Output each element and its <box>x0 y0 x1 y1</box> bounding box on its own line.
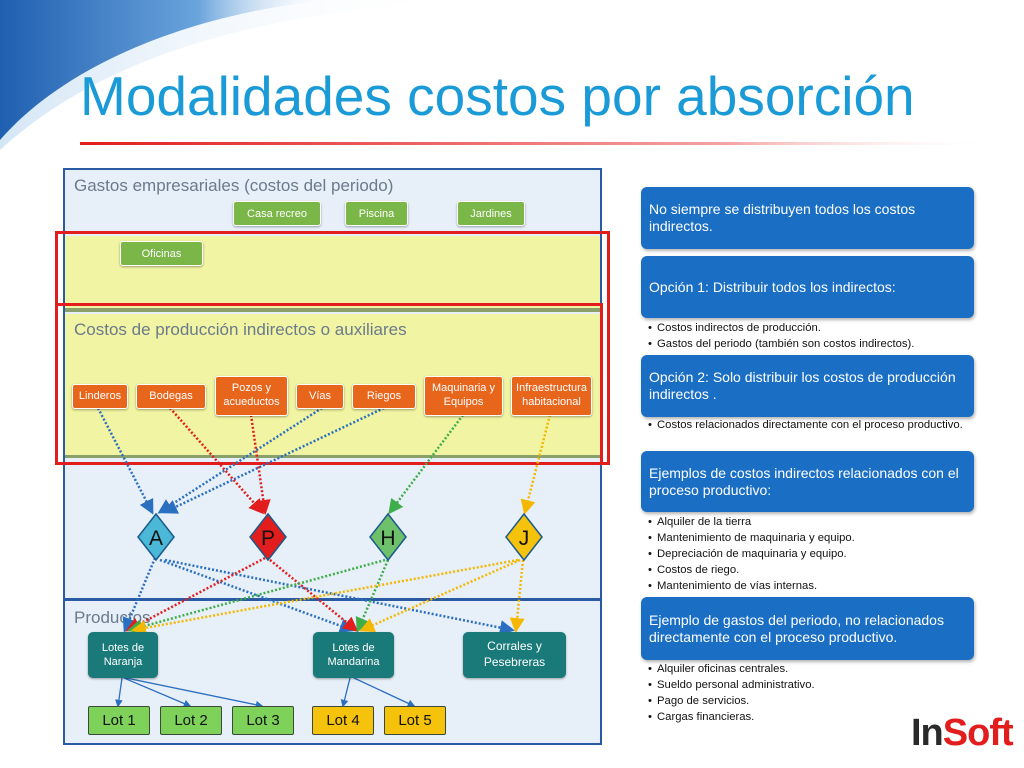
costos-section-title: Costos de producción indirectos o auxili… <box>74 320 407 339</box>
bullet-item: Costos indirectos de producción. <box>648 320 978 336</box>
gasto-casa-recreo: Casa recreo <box>233 201 321 226</box>
band-divider-bottom <box>65 455 600 458</box>
ejemplos-indirectos-bullets: Alquiler de la tierra Mantenimiento de m… <box>648 514 978 594</box>
bullet-item: Mantenimiento de vías internas. <box>648 578 978 594</box>
opcion-2-bullets: Costos relacionados directamente con el … <box>648 419 978 432</box>
product-lotes-mandarina: Lotes de Mandarina <box>313 632 394 678</box>
product-corrales-pesebreras: Corrales y Pesebreras <box>463 632 566 678</box>
lot-1: Lot 1 <box>88 706 150 735</box>
slide-title: Modalidades costos por absorción <box>80 65 915 127</box>
lot-5: Lot 5 <box>384 706 446 735</box>
costo-vias: Vías <box>296 384 344 409</box>
center-j-label: J <box>519 527 530 550</box>
costo-infraestructura-habitacional: Infraestructura habitacional <box>511 376 592 416</box>
panel-no-siempre-text: No siempre se distribuyen todos los cost… <box>649 201 916 234</box>
bullet-item: Costos relacionados directamente con el … <box>648 419 978 432</box>
highlight-frame-inner <box>55 303 603 465</box>
center-diamond-j: J <box>505 512 543 562</box>
center-diamond-p: P <box>249 512 287 562</box>
bullet-item: Sueldo personal administrativo. <box>648 677 978 693</box>
panel-opcion-1-text: Opción 1: Distribuir todos los indirecto… <box>649 278 896 295</box>
panel-opcion-2-text: Opción 2: Solo distribuir los costos de … <box>649 369 956 402</box>
bullet-item: Costos de riego. <box>648 562 978 578</box>
center-diamond-a: A <box>137 512 175 562</box>
logo-part-in: In <box>911 712 944 754</box>
panel-no-siempre: No siempre se distribuyen todos los cost… <box>641 187 974 249</box>
costo-pozos-acueductos: Pozos y acueductos <box>215 376 288 416</box>
panel-ejemplos-indirectos-text: Ejemplos de costos indirectos relacionad… <box>649 464 959 498</box>
panel-gastos-periodo-text: Ejemplo de gastos del periodo, no relaci… <box>649 611 944 645</box>
gasto-piscina: Piscina <box>345 201 408 226</box>
center-a-label: A <box>149 527 163 550</box>
logo-part-soft: Soft <box>942 712 1014 754</box>
bullet-item: Gastos del periodo (también son costos i… <box>648 336 978 352</box>
costo-riegos: Riegos <box>352 384 416 409</box>
lot-3: Lot 3 <box>232 706 294 735</box>
center-p-label: P <box>261 527 275 550</box>
bullet-item: Alquiler oficinas centrales. <box>648 661 978 677</box>
costo-maquinaria-equipos: Maquinaria y Equipos <box>424 376 503 416</box>
bullet-item: Alquiler de la tierra <box>648 514 978 530</box>
insoft-logo: InSoft <box>911 712 1014 755</box>
costo-linderos: Linderos <box>72 384 128 409</box>
panel-opcion-1: Opción 1: Distribuir todos los indirecto… <box>641 256 974 318</box>
bullet-item: Depreciación de maquinaria y equipo. <box>648 546 978 562</box>
lot-4: Lot 4 <box>312 706 374 735</box>
lot-2: Lot 2 <box>160 706 222 735</box>
center-h-label: H <box>380 527 395 550</box>
band-divider <box>65 308 600 312</box>
product-lotes-naranja: Lotes de Naranja <box>88 632 158 678</box>
panel-opcion-2: Opción 2: Solo distribuir los costos de … <box>641 355 974 417</box>
panel-ejemplos-indirectos: Ejemplos de costos indirectos relacionad… <box>641 451 974 512</box>
gasto-jardines: Jardines <box>457 201 525 226</box>
opcion-1-bullets: Costos indirectos de producción. Gastos … <box>648 320 978 352</box>
bullet-item: Pago de servicios. <box>648 693 978 709</box>
gastos-section-title: Gastos empresariales (costos del periodo… <box>74 176 394 195</box>
costo-bodegas: Bodegas <box>136 384 206 409</box>
center-diamond-h: H <box>369 512 407 562</box>
bullet-item: Mantenimiento de maquinaria y equipo. <box>648 530 978 546</box>
gastos-periodo-bullets: Alquiler oficinas centrales. Sueldo pers… <box>648 661 978 725</box>
bullet-item: Cargas financieras. <box>648 709 978 725</box>
panel-gastos-periodo: Ejemplo de gastos del periodo, no relaci… <box>641 597 974 660</box>
gasto-oficinas: Oficinas <box>120 241 203 266</box>
